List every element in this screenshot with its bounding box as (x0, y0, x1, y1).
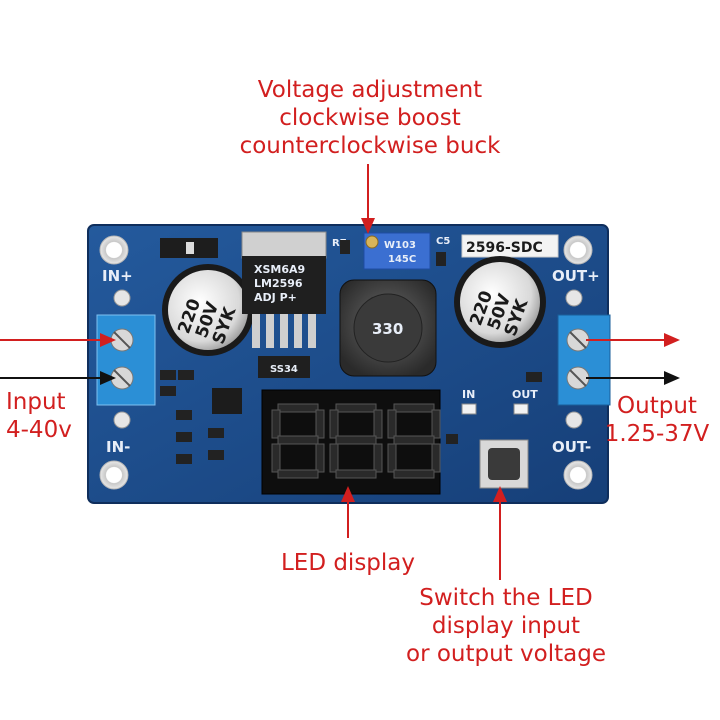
label-led-in: IN (462, 388, 475, 401)
label-in-plus: IN+ (102, 267, 133, 285)
switch-arrow (493, 486, 507, 580)
voltage-adjustment-arrow (361, 164, 375, 234)
label-led-out: OUT (512, 388, 538, 401)
led-display-arrow (341, 486, 355, 538)
led-display (261, 389, 441, 495)
regulator-ic: XSM6A9 LM2596 ADJ P+ (241, 231, 327, 348)
smd-components (160, 240, 542, 464)
svg-text:SS34: SS34 (270, 364, 298, 375)
right-capacitor: 220 50V SYK (454, 256, 546, 348)
inductor: 330 (339, 279, 437, 377)
svg-text:330: 330 (372, 320, 403, 338)
output-callout: Output 1.25-37V (604, 393, 710, 447)
output-minus-arrow (586, 371, 680, 385)
label-in-minus: IN- (106, 438, 130, 456)
input-callout: Input 4-40v (6, 389, 72, 443)
svg-text:145C: 145C (388, 254, 416, 265)
input-plus-arrow (0, 333, 116, 347)
label-r7: R7 (332, 238, 347, 249)
switch-callout: Switch the LED display input or output v… (406, 585, 606, 667)
schottky-diode (258, 356, 310, 378)
led-out-indicator (513, 403, 529, 415)
label-out-minus: OUT- (552, 438, 591, 456)
model-label: 2596-SDC (466, 240, 543, 256)
output-plus-arrow (586, 333, 680, 347)
input-minus-arrow (0, 371, 116, 385)
mounting-holes (99, 235, 593, 490)
led-in-indicator (461, 403, 477, 415)
led-display-callout: LED display (280, 550, 416, 576)
svg-text:W103: W103 (384, 240, 416, 251)
svg-text:LM2596: LM2596 (254, 277, 303, 290)
label-out-plus: OUT+ (552, 267, 600, 285)
svg-text:ADJ P+: ADJ P+ (254, 291, 297, 304)
svg-text:XSM6A9: XSM6A9 (254, 263, 305, 276)
output-terminal-block (557, 314, 611, 406)
display-switch-button[interactable] (479, 439, 529, 489)
label-c5: C5 (436, 236, 450, 247)
input-terminal-block (96, 314, 156, 406)
left-capacitor: 220 50V SYK (162, 264, 254, 356)
voltage-adjustment-callout: Voltage adjustment clockwise boost count… (239, 77, 501, 159)
voltage-potentiometer[interactable]: W103 145C (363, 232, 431, 270)
